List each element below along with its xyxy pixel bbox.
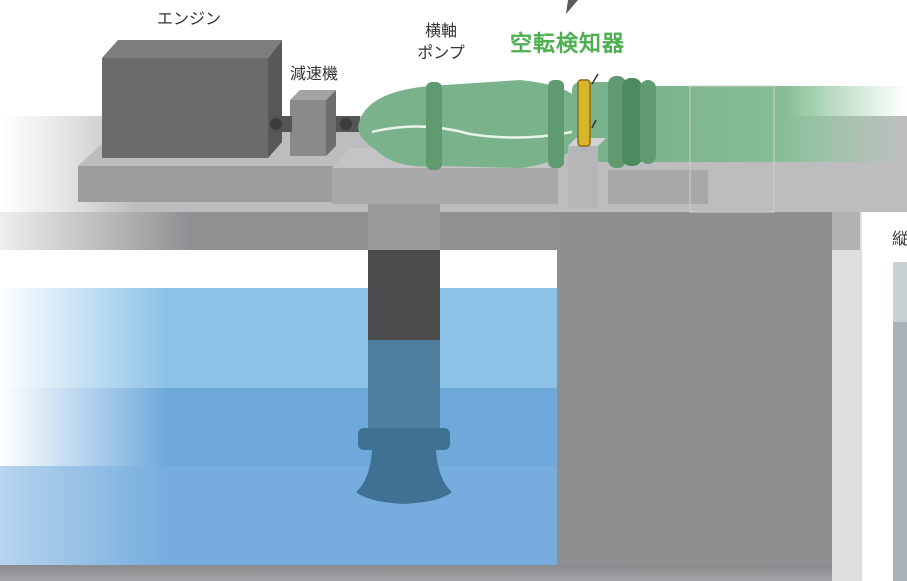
side-wall — [557, 212, 832, 581]
pump-label-line1: 横軸 — [424, 21, 457, 40]
sensor-post — [568, 146, 598, 208]
pump-coupling-bolt — [340, 118, 352, 130]
suction-pipe-dark — [368, 250, 440, 340]
pump-casing — [358, 80, 575, 168]
pump-ring-2 — [548, 80, 564, 168]
pipe-support-base — [608, 170, 708, 204]
pump-ring-1 — [426, 82, 442, 170]
pit-bottom — [0, 565, 832, 581]
reducer-side — [326, 90, 336, 156]
pump-label-line2: ポンプ — [417, 43, 465, 62]
engine-coupling-bolt — [270, 118, 282, 130]
engine-label: エンジン — [157, 9, 222, 28]
pipe-flange-2 — [622, 78, 642, 166]
suction-bell — [356, 450, 452, 504]
engine-side — [268, 40, 282, 158]
reducer-housing — [290, 100, 326, 156]
water-upper — [0, 288, 557, 388]
detector-body — [577, 79, 591, 147]
photo-fragment — [893, 262, 907, 581]
pump-base — [332, 168, 558, 204]
side-wall-shadow — [832, 212, 862, 581]
engine-top — [102, 40, 282, 58]
engine-base — [78, 166, 340, 202]
pipe-flange-1 — [608, 76, 626, 168]
detector-label: 空転検知器 — [510, 32, 626, 57]
detector-wire-top — [591, 73, 599, 85]
detector-wire-bottom — [591, 119, 597, 129]
suction-pipe-water — [368, 340, 440, 430]
pointer-mark — [566, 0, 578, 14]
pipe-flange-3 — [640, 80, 656, 164]
suction-pipe-flange — [358, 428, 450, 450]
pump-highlight — [371, 125, 573, 139]
photo-fragment-shade — [893, 262, 907, 322]
reducer-label: 減速機 — [290, 64, 339, 83]
side-partial-label: 縦 — [892, 230, 907, 248]
engine-block — [102, 58, 268, 158]
water-band — [0, 466, 557, 565]
discharge-pipe-end-box — [689, 85, 775, 213]
reducer-top — [290, 90, 336, 100]
